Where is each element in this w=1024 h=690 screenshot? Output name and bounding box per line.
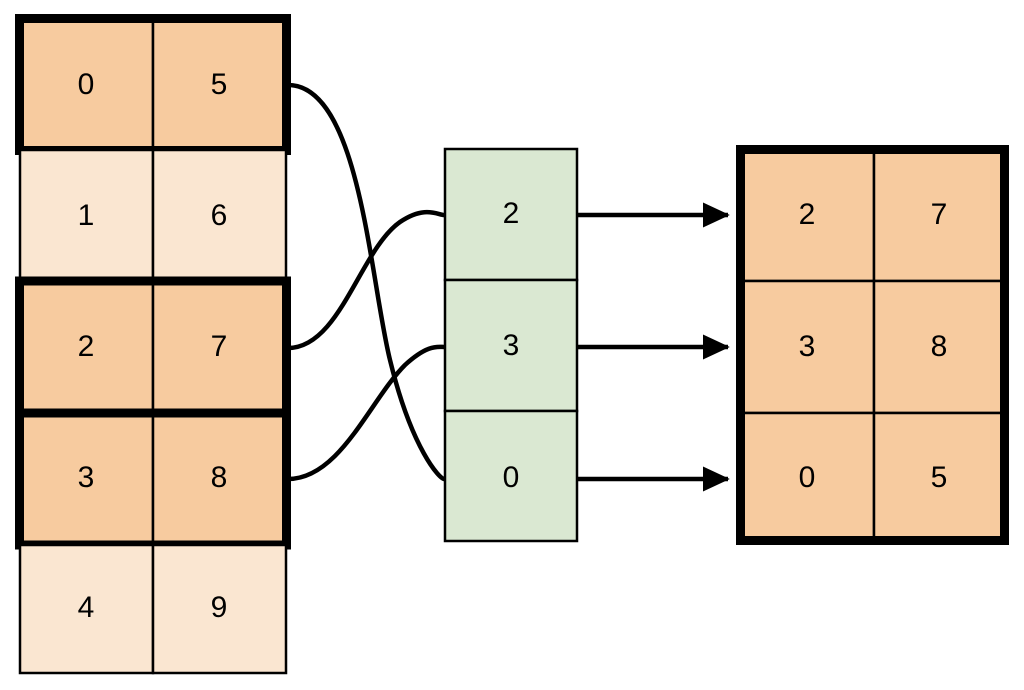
result-cell-r2c0[interactable] bbox=[739, 411, 876, 542]
source-table-row-2[interactable]: 2 7 bbox=[18, 279, 288, 415]
result-table-row-0[interactable]: 2 7 bbox=[739, 148, 1006, 283]
source-cell-label-r0c0: 0 bbox=[78, 68, 95, 101]
connector-source-row-3-to-index-1 bbox=[287, 344, 445, 482]
index-cell-label-0: 2 bbox=[503, 197, 520, 230]
result-cell-label-r1c0: 3 bbox=[799, 330, 816, 363]
result-cell-label-r2c1: 5 bbox=[931, 461, 948, 494]
result-cell-label-r0c0: 2 bbox=[799, 198, 816, 231]
source-cell-label-r0c1: 5 bbox=[211, 68, 228, 101]
source-cell-label-r4c0: 4 bbox=[78, 591, 95, 624]
connector-source-row-2-to-index-0 bbox=[287, 209, 445, 351]
index-cell-label-2: 0 bbox=[503, 461, 520, 494]
result-cell-label-r0c1: 7 bbox=[931, 198, 948, 231]
arrow-group bbox=[578, 202, 730, 492]
source-cell-r0c0[interactable] bbox=[18, 17, 155, 152]
index-cell-label-1: 3 bbox=[503, 329, 520, 362]
source-table-row-3[interactable]: 3 8 bbox=[18, 411, 288, 547]
source-cell-r4c0[interactable] bbox=[18, 543, 155, 675]
source-cell-r4c1[interactable] bbox=[151, 543, 288, 675]
result-table-row-1[interactable]: 3 8 bbox=[739, 279, 1006, 415]
source-cell-label-r2c1: 7 bbox=[211, 330, 228, 363]
source-cell-label-r3c1: 8 bbox=[211, 461, 228, 494]
result-cell-label-r1c1: 8 bbox=[931, 330, 948, 363]
source-cell-label-r3c0: 3 bbox=[78, 461, 95, 494]
source-table: 0 5 1 6 2 7 3 8 bbox=[15, 14, 291, 675]
source-cell-label-r4c1: 9 bbox=[211, 591, 228, 624]
index-cell-2[interactable] bbox=[443, 409, 579, 543]
connector-group bbox=[287, 82, 445, 482]
index-selector-column: 2 3 0 bbox=[443, 147, 579, 543]
source-cell-label-r2c0: 2 bbox=[78, 330, 95, 363]
source-cell-label-r1c0: 1 bbox=[78, 199, 95, 232]
result-cell-r1c1[interactable] bbox=[872, 279, 1006, 415]
source-cell-r0c1[interactable] bbox=[151, 17, 288, 152]
index-cell-0[interactable] bbox=[443, 147, 579, 282]
source-table-row-4[interactable]: 4 9 bbox=[18, 543, 288, 675]
source-cell-label-r1c1: 6 bbox=[211, 199, 228, 232]
result-cell-r0c1[interactable] bbox=[872, 148, 1006, 283]
connector-source-row-0-to-index-2 bbox=[287, 82, 445, 482]
result-cell-label-r2c0: 0 bbox=[799, 461, 816, 494]
source-table-row-0[interactable]: 0 5 bbox=[15, 14, 291, 155]
source-cell-r1c1[interactable] bbox=[151, 148, 288, 283]
source-cell-r3c1[interactable] bbox=[151, 411, 288, 547]
source-table-row-1[interactable]: 1 6 bbox=[18, 148, 288, 283]
result-table: 2 7 3 8 0 5 bbox=[736, 145, 1009, 545]
result-table-row-2[interactable]: 0 5 bbox=[739, 411, 1006, 542]
result-table-outline bbox=[736, 145, 1009, 545]
result-cell-r2c1[interactable] bbox=[872, 411, 1006, 542]
source-cell-r2c1[interactable] bbox=[151, 279, 288, 415]
